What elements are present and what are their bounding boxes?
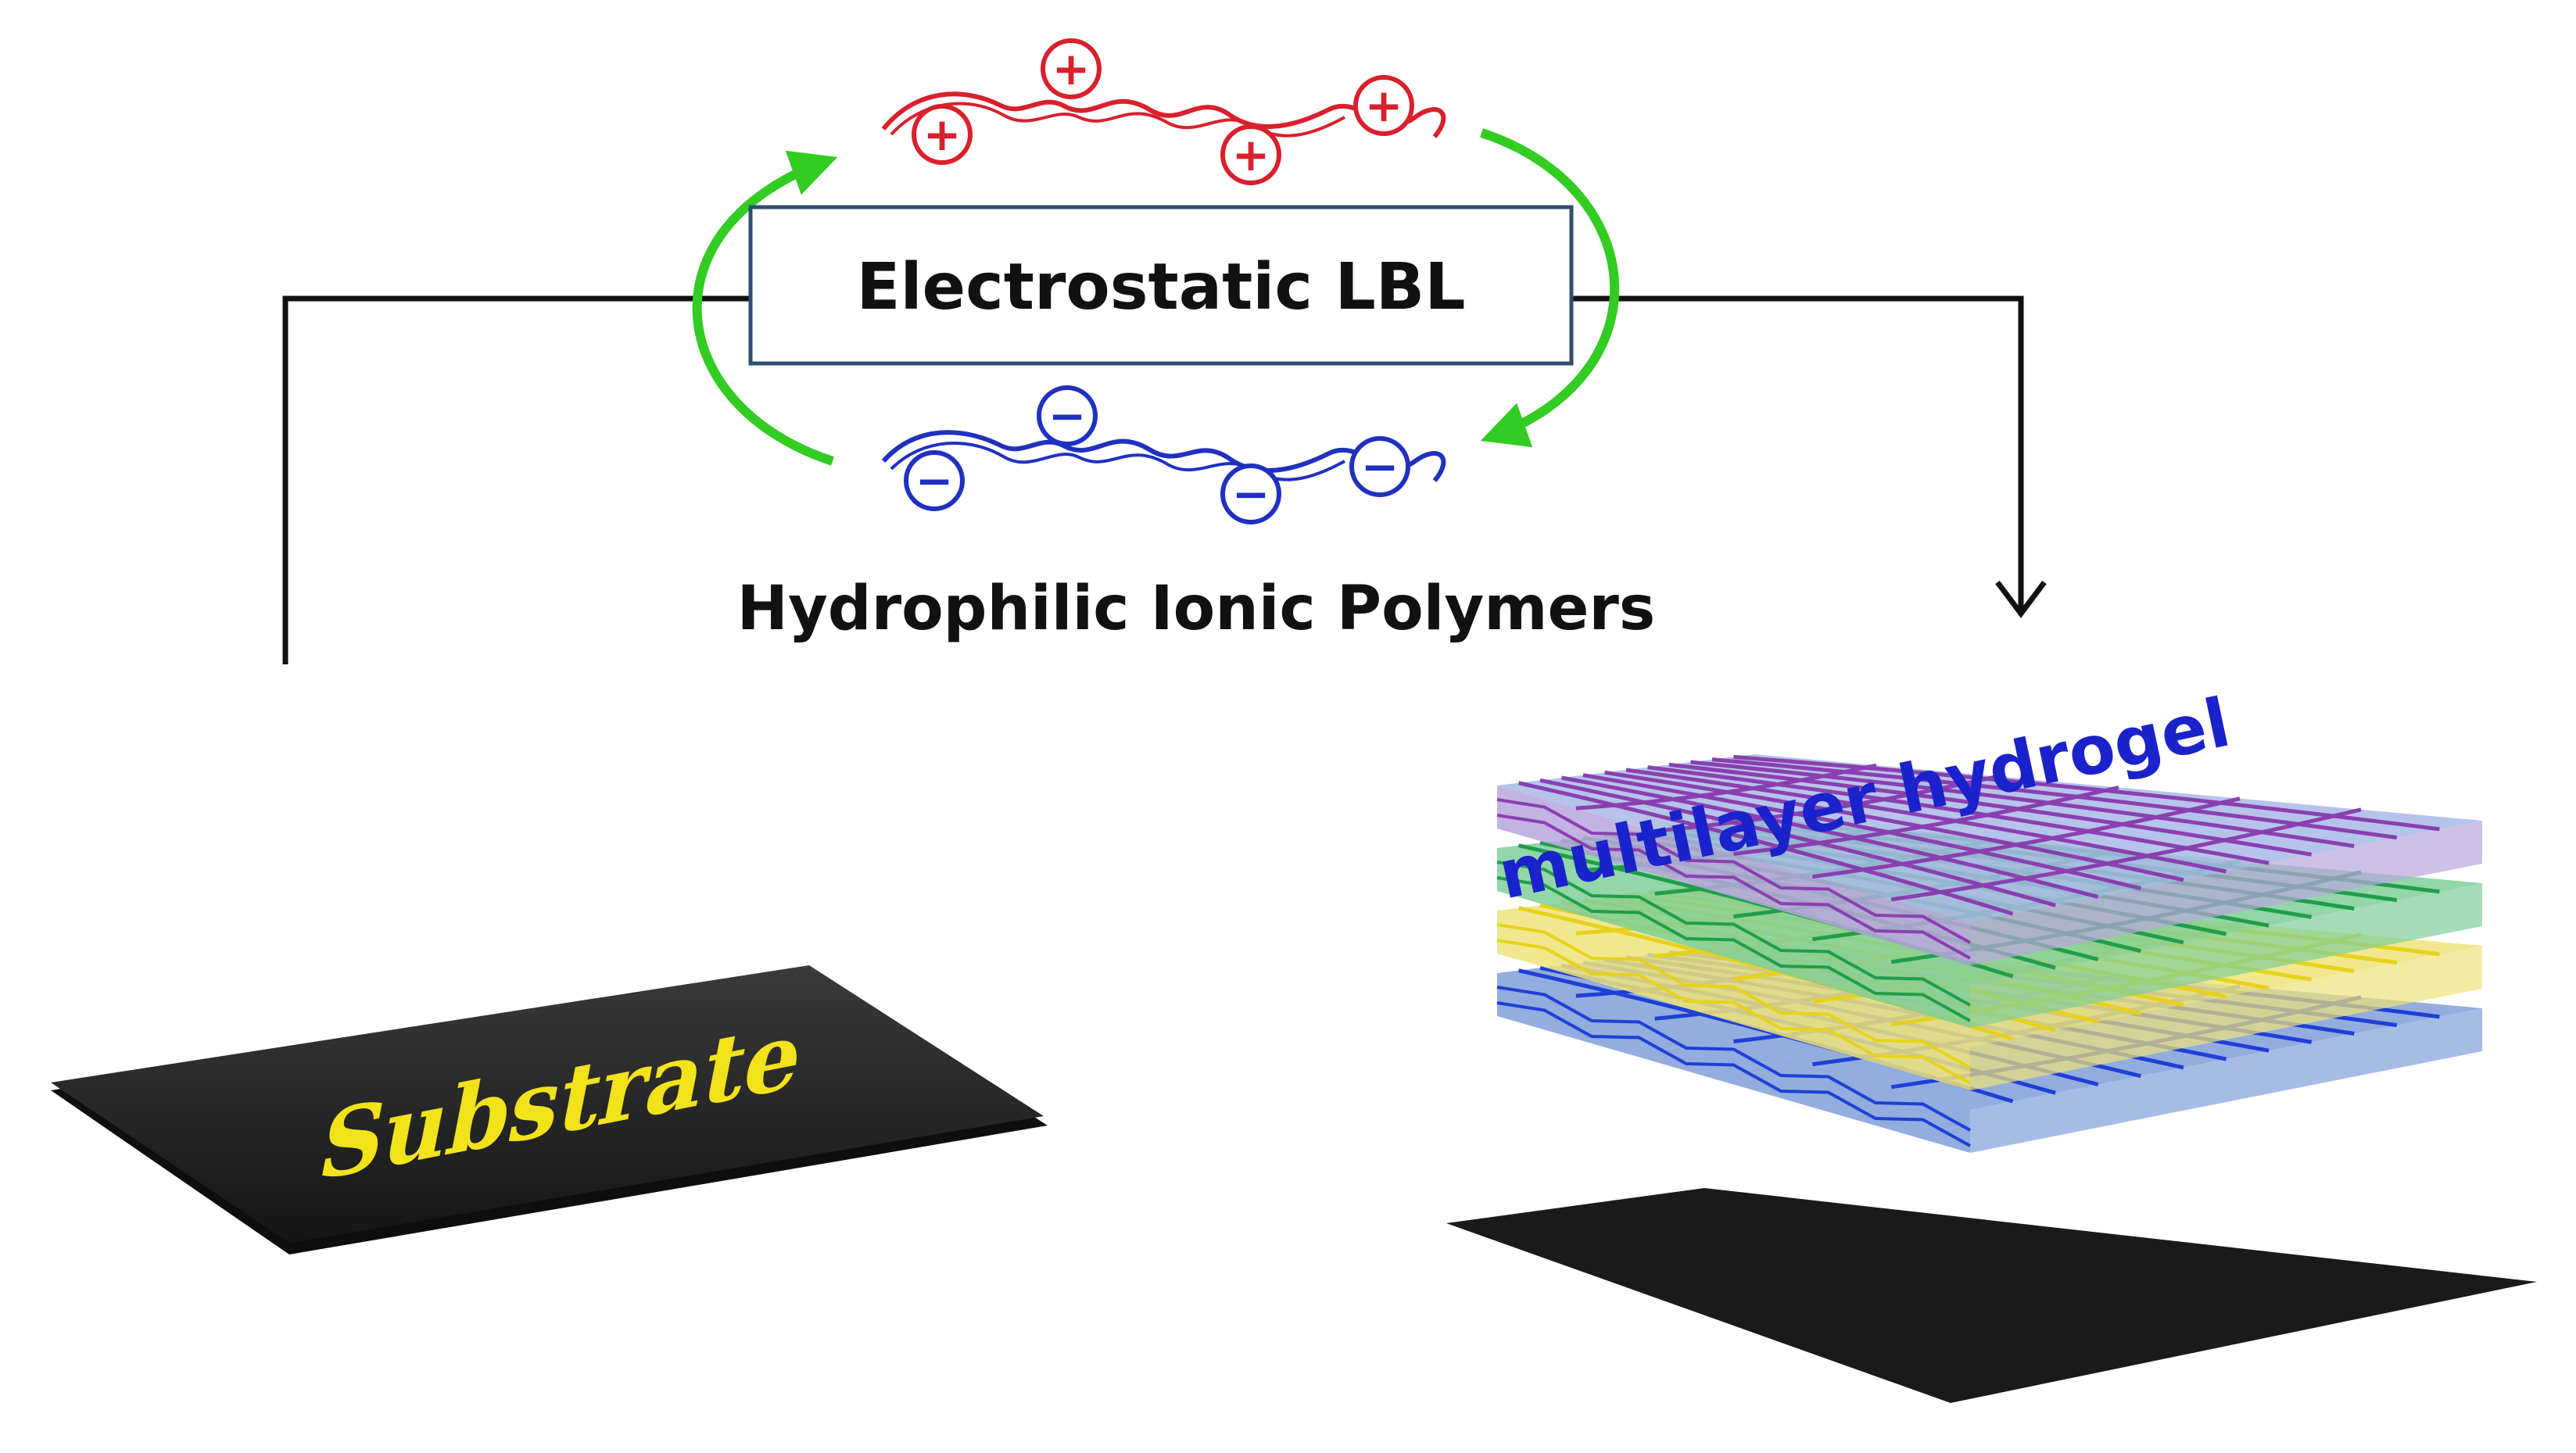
cycle-arrow-right: [1480, 128, 1620, 448]
anion-charge-circle: [1037, 385, 1098, 446]
cation-charge-circle: [912, 104, 973, 165]
process-box-label: Electrostatic LBL: [856, 250, 1465, 324]
mesh-line: [1496, 798, 1971, 944]
right-connector-line: [1571, 295, 2024, 610]
mesh-line: [1496, 814, 1971, 960]
mesh-line: [1812, 796, 2241, 879]
mesh-line: [1654, 774, 1998, 833]
mesh-line: [1890, 807, 2362, 902]
substrate-plate: [51, 965, 1044, 1243]
cation-charge-circle: [1041, 38, 1102, 99]
substrate: Substrate: [51, 965, 1048, 1254]
mesh-line: [1496, 939, 1971, 1085]
hydrogel-stack: multilayer hydrogel: [1446, 684, 2537, 1403]
cation-charges: + + + +: [912, 38, 1414, 185]
anion-charge-sign: −: [915, 454, 954, 507]
anion-charge-sign: −: [1361, 440, 1399, 493]
mesh-line: [1496, 861, 1971, 1007]
process-box: Electrostatic LBL: [748, 205, 1574, 366]
mesh-line: [1733, 786, 2119, 856]
anion-charges: − − − −: [904, 385, 1410, 524]
cation-charge-circle: [1353, 75, 1414, 136]
mesh-line: [1496, 986, 1971, 1132]
layer-side-face: [1970, 821, 2482, 965]
layer-front-face: [1497, 973, 1970, 1153]
mesh-line: [1496, 876, 1971, 1022]
hydrogel-base-plate: [1446, 1188, 2537, 1403]
cation-charge-sign: +: [1232, 128, 1270, 181]
cation-charge-sign: +: [1365, 79, 1403, 132]
process-box-frame: [748, 205, 1574, 366]
layer-front-face: [1497, 848, 1970, 1028]
cycle-arrow-left: [692, 150, 838, 466]
mesh-line: [1496, 1001, 1971, 1147]
left-connector-line: [282, 295, 751, 664]
anion-charge-sign: −: [1048, 389, 1087, 442]
hydrogel-layer-violet: [1496, 754, 2482, 965]
anion-charge-circle: [1349, 436, 1410, 497]
layer-side-face: [1970, 883, 2482, 1028]
down-arrow-head: [1995, 580, 2047, 618]
layer-front-face: [1497, 786, 1970, 965]
cation-charge-sign: +: [923, 108, 962, 161]
cycle-arrows: [692, 128, 1620, 466]
mesh-line: [1496, 923, 1971, 1069]
anion-charge-circle: [1220, 463, 1281, 524]
mesh-line: [1575, 763, 1877, 811]
cation-charge-sign: +: [1052, 42, 1091, 95]
layer-side-face: [1970, 1008, 2482, 1153]
connector-lines: [282, 295, 2047, 664]
mesh-line: [1517, 781, 2014, 916]
anion-charge-sign: −: [1232, 467, 1270, 521]
anion-charge-circle: [904, 450, 965, 511]
cation-charge-circle: [1220, 124, 1281, 185]
layer-front-face: [1497, 911, 1970, 1090]
layer-side-face: [1970, 946, 2482, 1090]
hydrogel-layers: [1496, 754, 2482, 1153]
polymer-caption: Hydrophilic Ionic Polymers: [737, 574, 1656, 644]
